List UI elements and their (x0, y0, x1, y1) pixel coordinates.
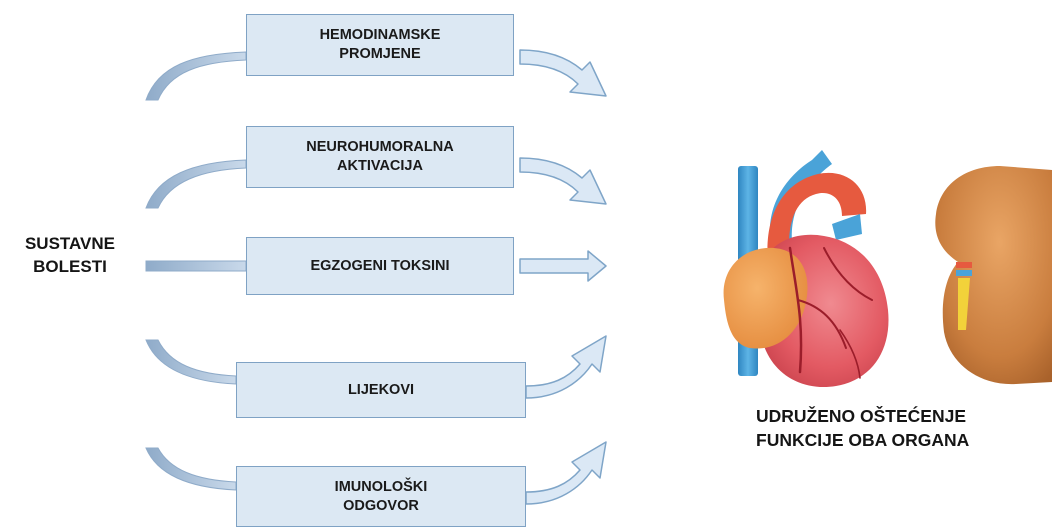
heart-illustration (724, 150, 889, 387)
source-label: SUSTAVNE BOLESTI (0, 232, 140, 278)
outcome-label: UDRUŽENO OŠTEĆENJE FUNKCIJE OBA ORGANA (756, 404, 1052, 452)
factor-box-lijekovi: LIJEKOVI (236, 362, 526, 418)
factor-box-imunoloski: IMUNOLOŠKI ODGOVOR (236, 466, 526, 527)
factor-box-egzogeni: EGZOGENI TOKSINI (246, 237, 514, 295)
factor-box-hemodinamske: HEMODINAMSKE PROMJENE (246, 14, 514, 76)
kidney-illustration (935, 166, 1052, 384)
factor-box-neurohumoralna: NEUROHUMORALNA AKTIVACIJA (246, 126, 514, 188)
